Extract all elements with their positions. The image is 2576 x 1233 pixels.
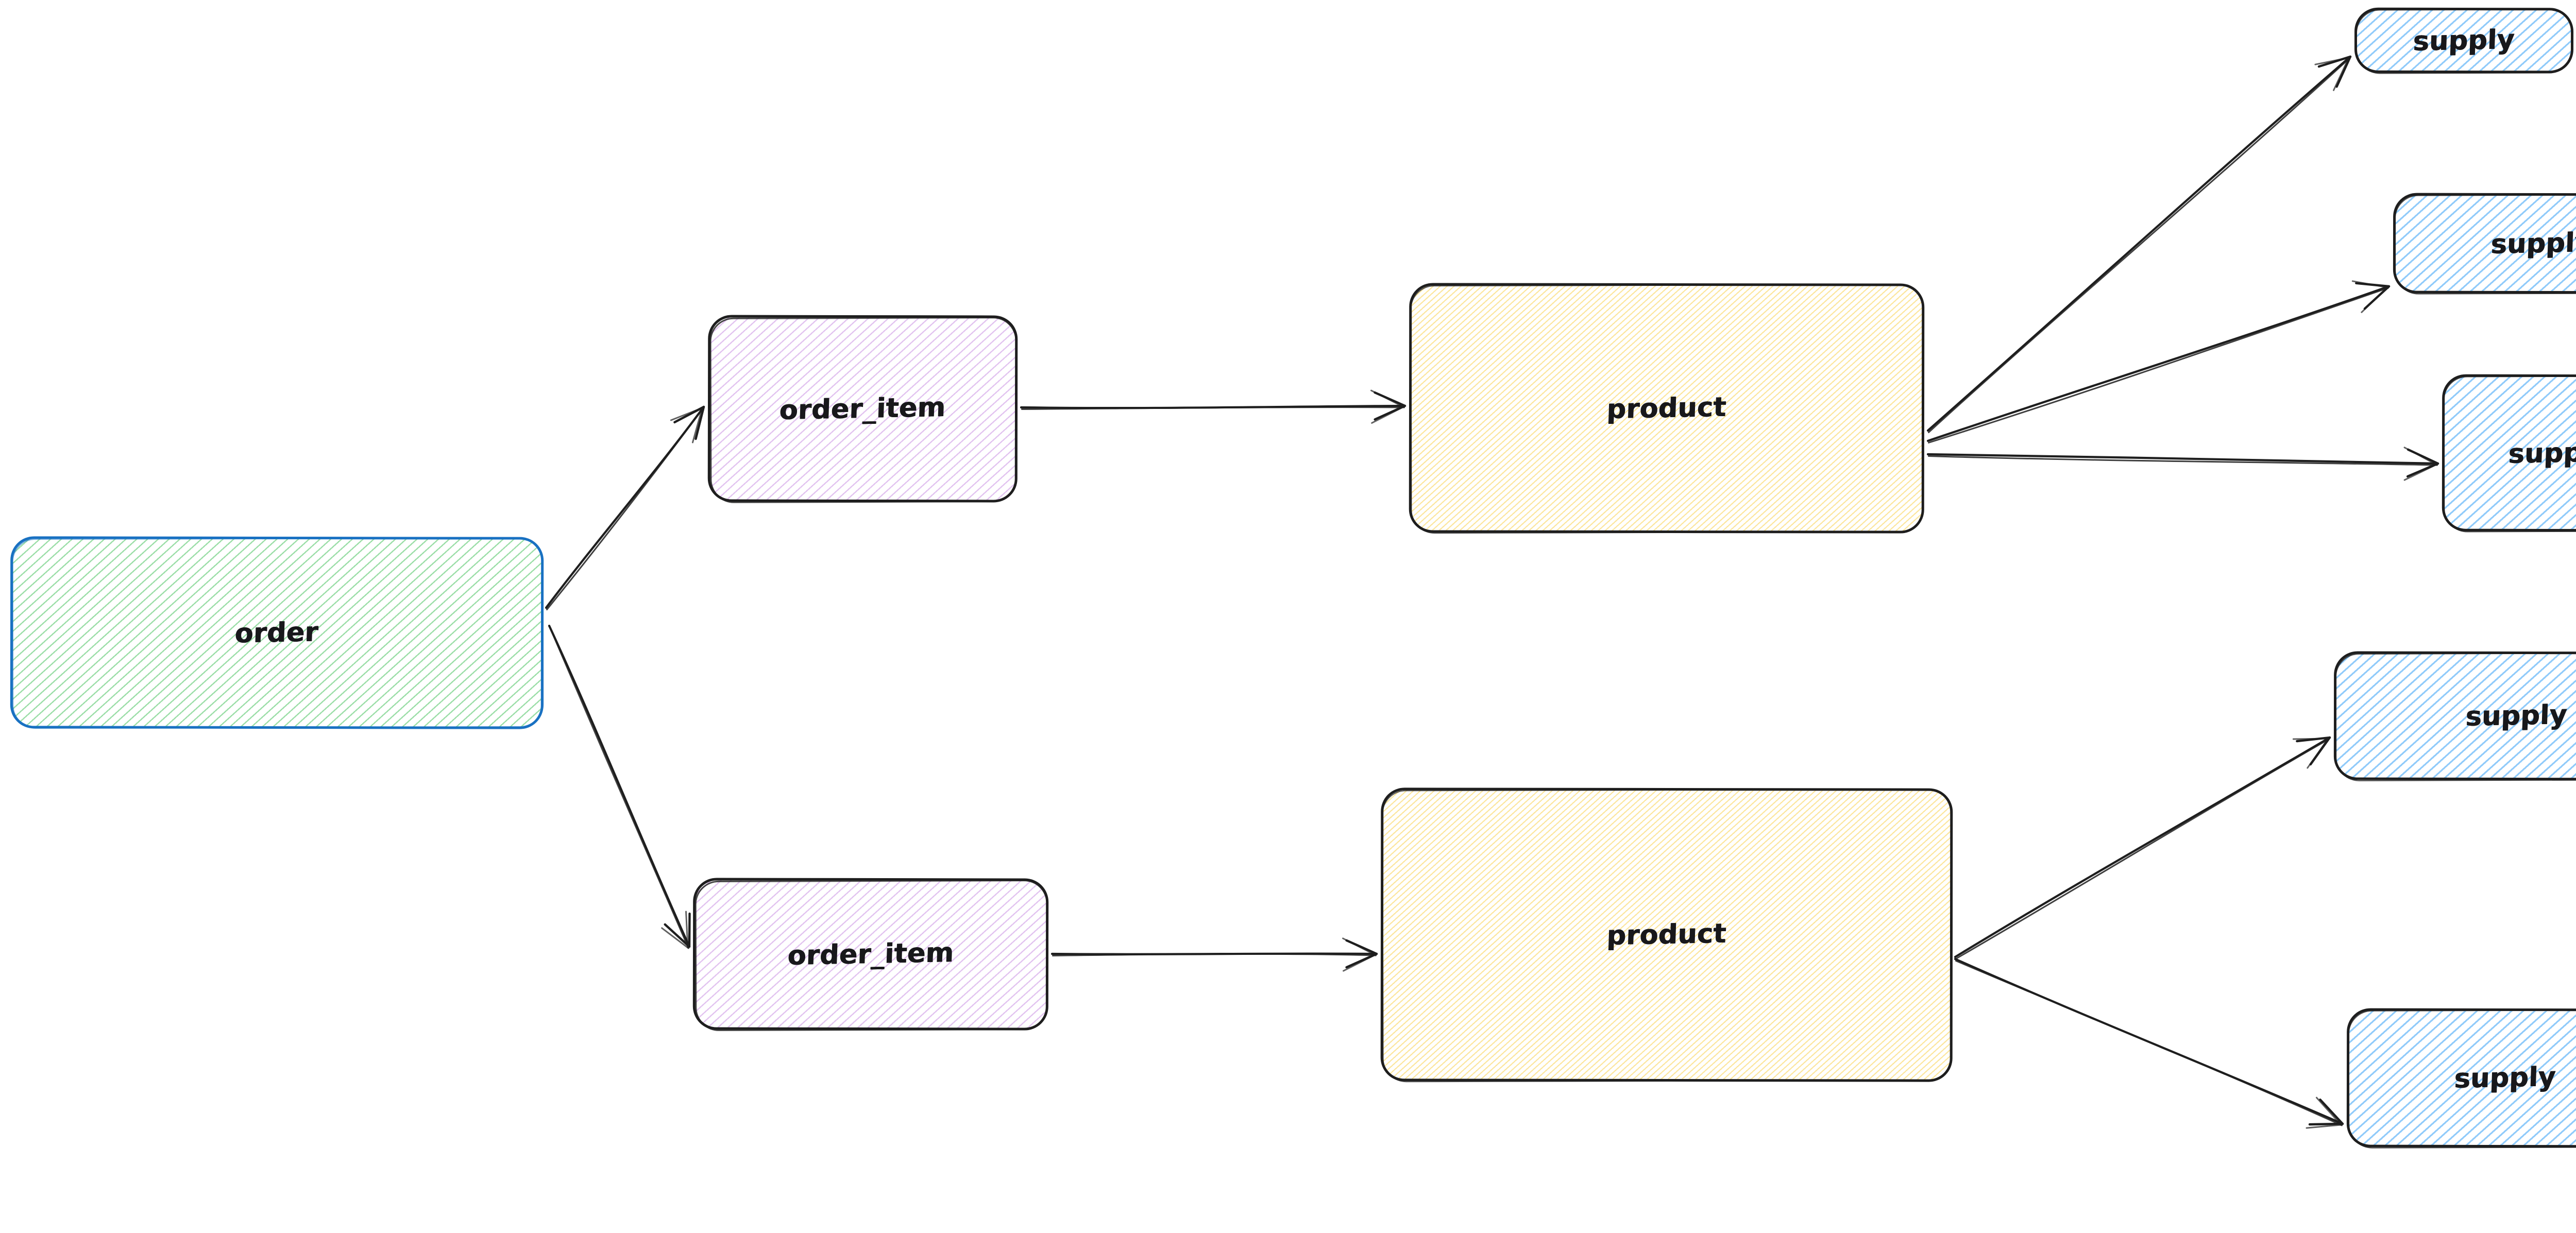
node-label: product	[1606, 391, 1727, 425]
node-supply_5[interactable]: supply	[2346, 1008, 2576, 1149]
node-label: supply	[2412, 24, 2516, 57]
node-fill-hachure	[2443, 375, 2576, 530]
node-label: order_item	[787, 937, 955, 971]
node-fill-hachure	[2348, 1009, 2576, 1146]
node-fill-hachure	[1410, 284, 1923, 532]
node-label: supply	[2453, 1061, 2557, 1094]
node-order[interactable]: order	[10, 536, 544, 729]
node-label: supply	[2465, 699, 2568, 732]
node-fill-hachure	[709, 316, 1016, 501]
node-product_2[interactable]: product	[1380, 787, 1953, 1083]
node-supply_4[interactable]: supply	[2333, 651, 2576, 781]
node-supply_3[interactable]: supply	[2442, 374, 2576, 533]
node-label: supply	[2507, 436, 2576, 470]
node-fill-hachure	[2335, 653, 2576, 779]
edge-order-to-order_item_2	[548, 624, 691, 949]
node-fill-hachure	[694, 879, 1047, 1029]
edge-product_2-to-supply_5	[1954, 957, 2344, 1129]
edge-product_1-to-supply_3	[1926, 447, 2439, 481]
edge-product_1-to-supply_2	[1926, 280, 2391, 443]
node-product_1[interactable]: product	[1409, 283, 1925, 534]
edge-order_item_2-to-product_2	[1050, 937, 1378, 972]
node-label: order	[234, 616, 319, 649]
node-supply_2[interactable]: supply	[2393, 193, 2576, 295]
node-label: product	[1606, 918, 1727, 952]
node-fill-hachure	[2394, 194, 2576, 293]
edge-product_2-to-supply_4	[1954, 736, 2331, 960]
node-fill-hachure	[11, 538, 543, 728]
node-supply_1[interactable]: supply	[2354, 7, 2574, 74]
node-order_item_2[interactable]: order_item	[692, 878, 1049, 1032]
edge-order-to-order_item_1	[545, 405, 705, 610]
edge-order_item_1-to-product_1	[1020, 389, 1406, 424]
node-fill-hachure	[2355, 9, 2572, 72]
node-label: supply	[2490, 227, 2576, 260]
node-order_item_1[interactable]: order_item	[707, 315, 1018, 503]
node-label: order_item	[779, 391, 946, 426]
edge-product_1-to-supply_1	[1926, 55, 2352, 433]
node-fill-hachure	[1382, 789, 1952, 1081]
